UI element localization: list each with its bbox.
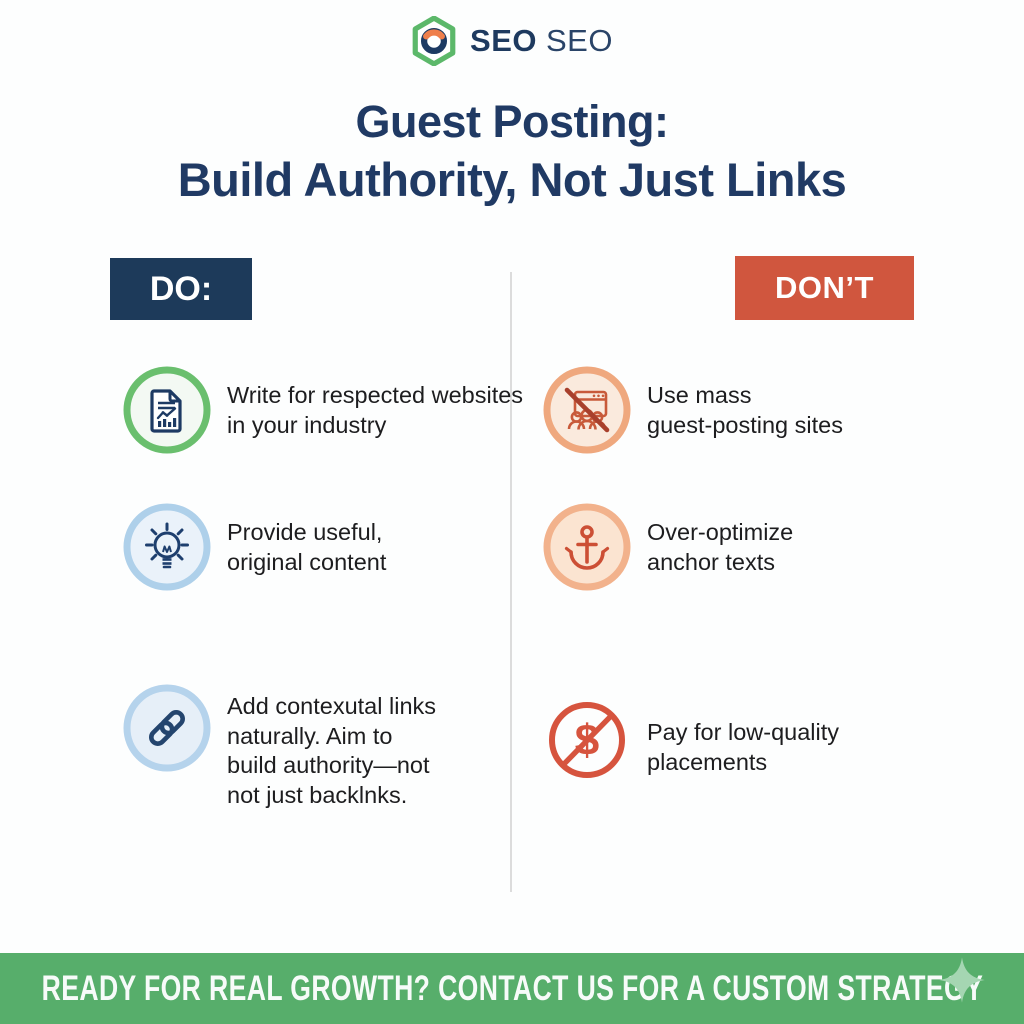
- article-report-icon: [123, 366, 211, 454]
- chain-link-icon: [123, 684, 211, 772]
- do-item-text-line: naturally. Aim to: [227, 722, 393, 749]
- dont-item-text: Pay for low-quality placements: [647, 718, 947, 777]
- do-item-text-line: not just backlnks.: [227, 781, 408, 808]
- no-mass-sites-icon: [543, 366, 631, 454]
- brand-logo: SEO SEO: [0, 16, 1024, 66]
- anchor-icon: [543, 503, 631, 591]
- column-divider: [510, 272, 512, 892]
- no-dollar-icon: $: [549, 702, 625, 778]
- dont-item-text-line: Use mass: [647, 382, 752, 408]
- do-item-text-line: Write for respected websites: [227, 382, 524, 408]
- cta-banner: READY FOR REAL GROWTH? CONTACT US FOR A …: [0, 953, 1024, 1024]
- title-line-1: Guest Posting:: [355, 96, 669, 147]
- do-item-text-line: in your industry: [227, 411, 387, 438]
- do-column-header: DO:: [110, 258, 252, 320]
- do-item-text-line: build authority—not: [227, 752, 430, 778]
- seo-hexagon-logo-icon: [412, 16, 456, 66]
- dont-item-text-line: Over-optimize: [647, 519, 794, 545]
- brand-name-bold: SEO: [470, 23, 537, 58]
- lightbulb-icon: [123, 503, 211, 591]
- brand-name-regular: SEO: [546, 23, 613, 58]
- dont-column-header: DON’T: [735, 256, 914, 320]
- page-title: Guest Posting: Build Authority, Not Just…: [0, 94, 1024, 210]
- dont-item-text: Use mass guest-posting sites: [647, 381, 947, 440]
- do-item-text-line: original content: [227, 548, 387, 575]
- dont-item-text-line: placements: [647, 748, 768, 775]
- do-item-text: Write for respected websites in your ind…: [227, 381, 527, 440]
- dont-item-text-line: guest-posting sites: [647, 411, 843, 438]
- do-item-text: Add contexutal links naturally. Aim to b…: [227, 692, 527, 810]
- dont-item-text-line: Pay for low-quality: [647, 719, 839, 745]
- do-item-text-line: Provide useful,: [227, 519, 383, 545]
- title-line-2: Build Authority, Not Just Links: [177, 153, 847, 206]
- cta-text: READY FOR REAL GROWTH? CONTACT US FOR A …: [41, 968, 983, 1008]
- dont-item-text: Over-optimize anchor texts: [647, 518, 947, 577]
- dont-item-text-line: anchor texts: [647, 548, 776, 575]
- sparkle-icon: [939, 957, 985, 1003]
- do-item-text: Provide useful, original content: [227, 518, 527, 577]
- brand-name: SEO SEO: [470, 23, 613, 59]
- do-item-text-line: Add contexutal links: [227, 693, 437, 719]
